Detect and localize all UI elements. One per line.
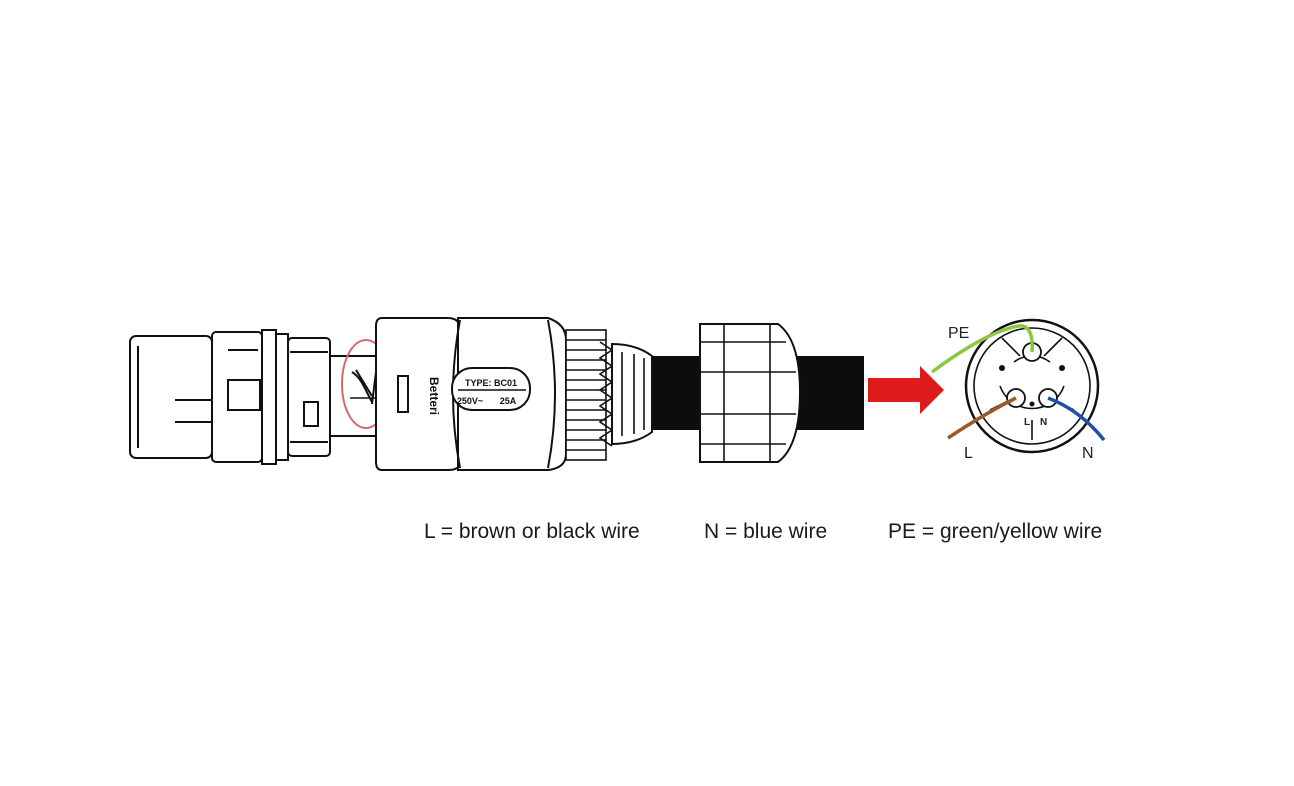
- cable-clamp: [611, 342, 653, 446]
- legend-l: L = brown or black wire: [424, 520, 640, 543]
- pin-l-label: L: [1024, 417, 1030, 428]
- pe-wire: [930, 324, 1034, 374]
- plug-housing: [129, 329, 331, 465]
- threaded-section: [565, 329, 614, 461]
- pin-n-label: N: [1040, 417, 1047, 428]
- connector-body: [375, 317, 567, 471]
- compression-nut: [699, 323, 802, 463]
- legend-n: N = blue wire: [704, 520, 828, 543]
- current-rating: 25A: [500, 396, 517, 406]
- brand-label: Betteri: [427, 377, 441, 415]
- exposed-wires: [330, 355, 382, 437]
- legend-pe: PE = green/yellow wire: [888, 520, 1103, 543]
- l-label: L: [964, 445, 973, 462]
- pe-label: PE: [948, 325, 969, 342]
- n-label: N: [1082, 445, 1094, 462]
- type-label: TYPE: BC01: [465, 378, 517, 388]
- voltage-rating: 250V~: [457, 396, 483, 406]
- l-wire: [947, 396, 1017, 440]
- n-wire: [1047, 396, 1106, 442]
- direction-arrow: [868, 366, 944, 414]
